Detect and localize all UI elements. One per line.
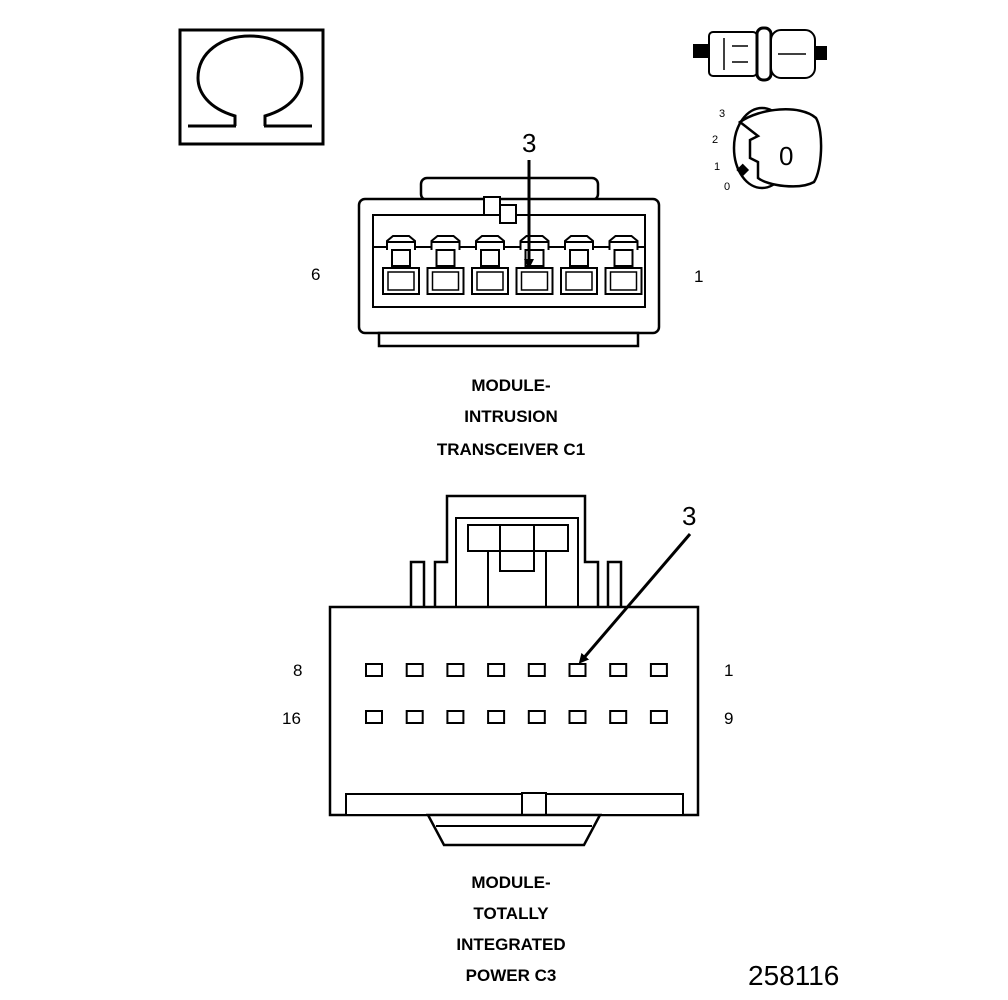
c3-row2-label-right: 9 (724, 709, 733, 728)
ohm-symbol-icon (178, 28, 325, 146)
c3-pin-cavity (487, 663, 506, 677)
ignition-position-2: 2 (712, 134, 718, 146)
c3-pin-cavity (649, 663, 668, 677)
c3-caption-line-2: TOTALLY (473, 904, 549, 923)
c3-pin-cavity (365, 710, 383, 724)
c3-row1-label-left: 8 (293, 661, 302, 680)
c3-pin-cavity (405, 710, 424, 724)
c3-pin-cavity (609, 710, 628, 724)
c3-pin-cavity (609, 663, 628, 677)
c1-caption-line-2: INTRUSION (464, 407, 558, 426)
c3-pin-cavity (446, 710, 465, 724)
c3-row2-label-left: 16 (282, 709, 301, 728)
ignition-position-0: 0 (724, 181, 730, 193)
key-label: 0 (779, 141, 793, 171)
c3-pin-cavity (405, 663, 424, 677)
c1-pin-cavity (560, 235, 598, 295)
c1-pin-cavity (471, 235, 509, 295)
ignition-position-3: 3 (719, 108, 725, 120)
c1-caption-line-1: MODULE- (471, 376, 550, 395)
c1-pin-cavity (382, 235, 420, 295)
c3-caption-line-1: MODULE- (471, 873, 550, 892)
ignition-key-icon: 3 2 1 0 0 (712, 106, 823, 193)
c1-pin-label-left: 6 (311, 265, 320, 284)
ignition-position-1: 1 (714, 161, 720, 173)
c3-caption-line-3: INTEGRATED (456, 935, 565, 954)
connector-c3: 3 8 1 16 9 (282, 494, 733, 847)
c3-pin-cavity (365, 663, 383, 677)
c1-callout-number: 3 (522, 128, 536, 158)
c1-pin-label-right: 1 (694, 267, 703, 286)
c3-row1-label-right: 1 (724, 661, 733, 680)
c3-pin-cavity (487, 710, 506, 724)
c3-pin-cavity (527, 663, 546, 677)
connector-c1: 3 6 1 (311, 128, 703, 348)
c3-pin-cavities (365, 663, 668, 724)
c3-callout-number: 3 (682, 501, 696, 531)
c1-caption-line-3: TRANSCEIVER C1 (437, 440, 585, 459)
c3-pin-cavity (527, 710, 546, 724)
c3-pin-cavity (568, 663, 587, 677)
c3-pin-cavity (568, 710, 587, 724)
c3-callout-arrow (578, 533, 692, 664)
connector-plug-icon (693, 26, 827, 82)
c3-pin-cavity (446, 663, 465, 677)
c3-caption-line-4: POWER C3 (466, 966, 557, 985)
c3-pin-cavity (649, 710, 668, 724)
c1-pin-cavities (382, 235, 643, 295)
c1-pin-cavity (426, 235, 465, 295)
figure-number: 258116 (748, 960, 839, 991)
c1-pin-cavity (604, 235, 643, 295)
